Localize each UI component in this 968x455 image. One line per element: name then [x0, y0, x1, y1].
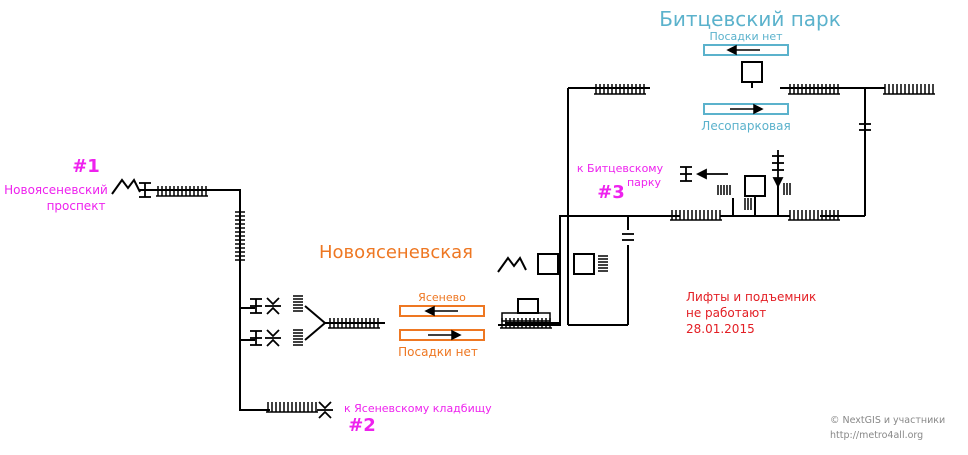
station-title-bitsevsky: Битцевский парк: [659, 7, 841, 31]
escalator-icon: [497, 256, 527, 273]
platform-label-novo-bottom: Посадки нет: [398, 345, 478, 359]
bitsevsky-platforms: [703, 44, 789, 115]
escalator-icon: [111, 178, 141, 195]
stairs-group: [155, 83, 936, 413]
turnstile-icon: [138, 182, 152, 198]
arrow-right-icon: [451, 329, 462, 341]
turnstile-icon: [249, 330, 263, 346]
gate-icon: [264, 329, 282, 347]
exit-2-label: к Ясеневскому кладбищу: [344, 402, 492, 415]
stairs-icon: [597, 255, 609, 272]
novoyasenevskaya-platforms: [399, 305, 485, 341]
arrow-left-icon: [424, 305, 435, 317]
elevator-icon: [517, 298, 539, 314]
exit-3-number: #3: [597, 182, 625, 203]
platform-bitsevsky-top: [703, 44, 789, 56]
exit-3-label-line2: парку: [627, 176, 662, 189]
exit-2-number: #2: [348, 415, 376, 436]
stairs-icon: [882, 83, 936, 95]
arrow-left-icon: [695, 168, 728, 180]
platform-bitsevsky-bottom: [703, 103, 789, 115]
stairs-icon: [292, 329, 304, 346]
turnstiles: [138, 123, 871, 419]
arrow-left-icon: [726, 44, 737, 56]
credits-link[interactable]: http://metro4all.org: [830, 430, 923, 441]
exit-1-label-line2: проспект: [47, 199, 106, 213]
notice-line2: не работают: [686, 306, 766, 320]
turnstile-icon: [249, 298, 263, 314]
elevator-icon: [573, 253, 595, 275]
exit-1-label-line1: Новоясеневский: [4, 183, 108, 197]
platform-novo-top: [399, 305, 485, 317]
arrow-right-icon: [753, 103, 764, 115]
elevator-icon: [537, 253, 559, 275]
escalators: [111, 178, 527, 273]
exit-3-label-line1: к Битцевскому: [577, 162, 664, 175]
elevator-icon: [741, 61, 763, 83]
gate-icon: [316, 401, 334, 419]
platform-label-novo-top: Ясенево: [418, 291, 466, 304]
platform-label-bitsevsky-bottom: Лесопарковая: [701, 119, 790, 133]
gate-icon: [264, 297, 282, 315]
station-title-novoyasenevskaya: Новоясеневская: [319, 242, 473, 263]
notice-line3: 28.01.2015: [686, 322, 755, 336]
turnstile-icon: [679, 166, 693, 182]
elevators: [517, 61, 766, 314]
stairs-icon: [292, 295, 304, 312]
arrow-down-icon: [772, 150, 784, 189]
credits-line1: © NextGIS и участники: [830, 415, 945, 426]
short-stairs: [717, 183, 791, 210]
exit-1-number: #1: [72, 156, 100, 177]
stairs-icon: [265, 401, 319, 413]
platform-novo-bottom: [399, 329, 485, 341]
platform-label-bitsevsky-top: Посадки нет: [709, 30, 783, 43]
notice-line1: Лифты и подъемник: [686, 290, 816, 304]
elevator-icon: [744, 175, 766, 197]
